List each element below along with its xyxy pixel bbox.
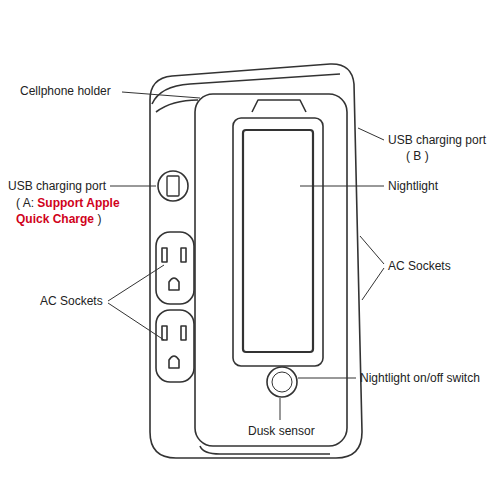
housing	[150, 64, 362, 458]
leader-line	[108, 265, 164, 301]
leader-line	[298, 378, 356, 379]
part-label: AC Sockets	[40, 294, 103, 309]
leader-line	[300, 186, 384, 187]
outlet-slot	[181, 248, 186, 262]
port-tag: ( B )	[406, 149, 429, 164]
outlet-ground	[169, 356, 179, 368]
part-label: Nightlight	[388, 179, 438, 194]
usb-slot	[167, 176, 179, 196]
face-edge	[200, 446, 330, 454]
front-face	[195, 94, 347, 446]
leader-line	[108, 303, 164, 340]
note-text: ( A:	[16, 196, 34, 210]
part-label: USB charging port	[8, 179, 106, 194]
part-label: USB charging port	[388, 133, 486, 148]
quick-charge-note: ( A: Support Apple Quick Charge )	[16, 196, 138, 227]
outlet-ground	[169, 278, 179, 290]
holder-slot	[156, 100, 198, 112]
leader-line	[360, 236, 384, 264]
part-label: Cellphone holder	[20, 84, 111, 99]
nightlight-panel	[243, 130, 313, 352]
ac-outlet	[156, 310, 194, 382]
leader-line	[280, 398, 281, 420]
usb-port-a	[158, 171, 188, 201]
top-tab	[252, 100, 306, 112]
part-label: Nightlight on/off switch	[360, 371, 480, 386]
nightlight-frame	[233, 118, 323, 366]
sensor-ring	[272, 372, 292, 392]
part-label: AC Sockets	[388, 259, 451, 274]
dusk-sensor	[267, 367, 297, 397]
outlet-slot	[162, 326, 167, 340]
part-label: Dusk sensor	[248, 424, 315, 439]
leader-line	[358, 128, 384, 140]
note-text: )	[97, 212, 101, 226]
outlet-slot	[181, 326, 186, 340]
leader-line	[110, 186, 156, 187]
leader-line	[122, 92, 200, 98]
leader-line	[362, 268, 384, 300]
ac-outlet	[156, 232, 194, 304]
outlet-slot	[162, 248, 167, 262]
